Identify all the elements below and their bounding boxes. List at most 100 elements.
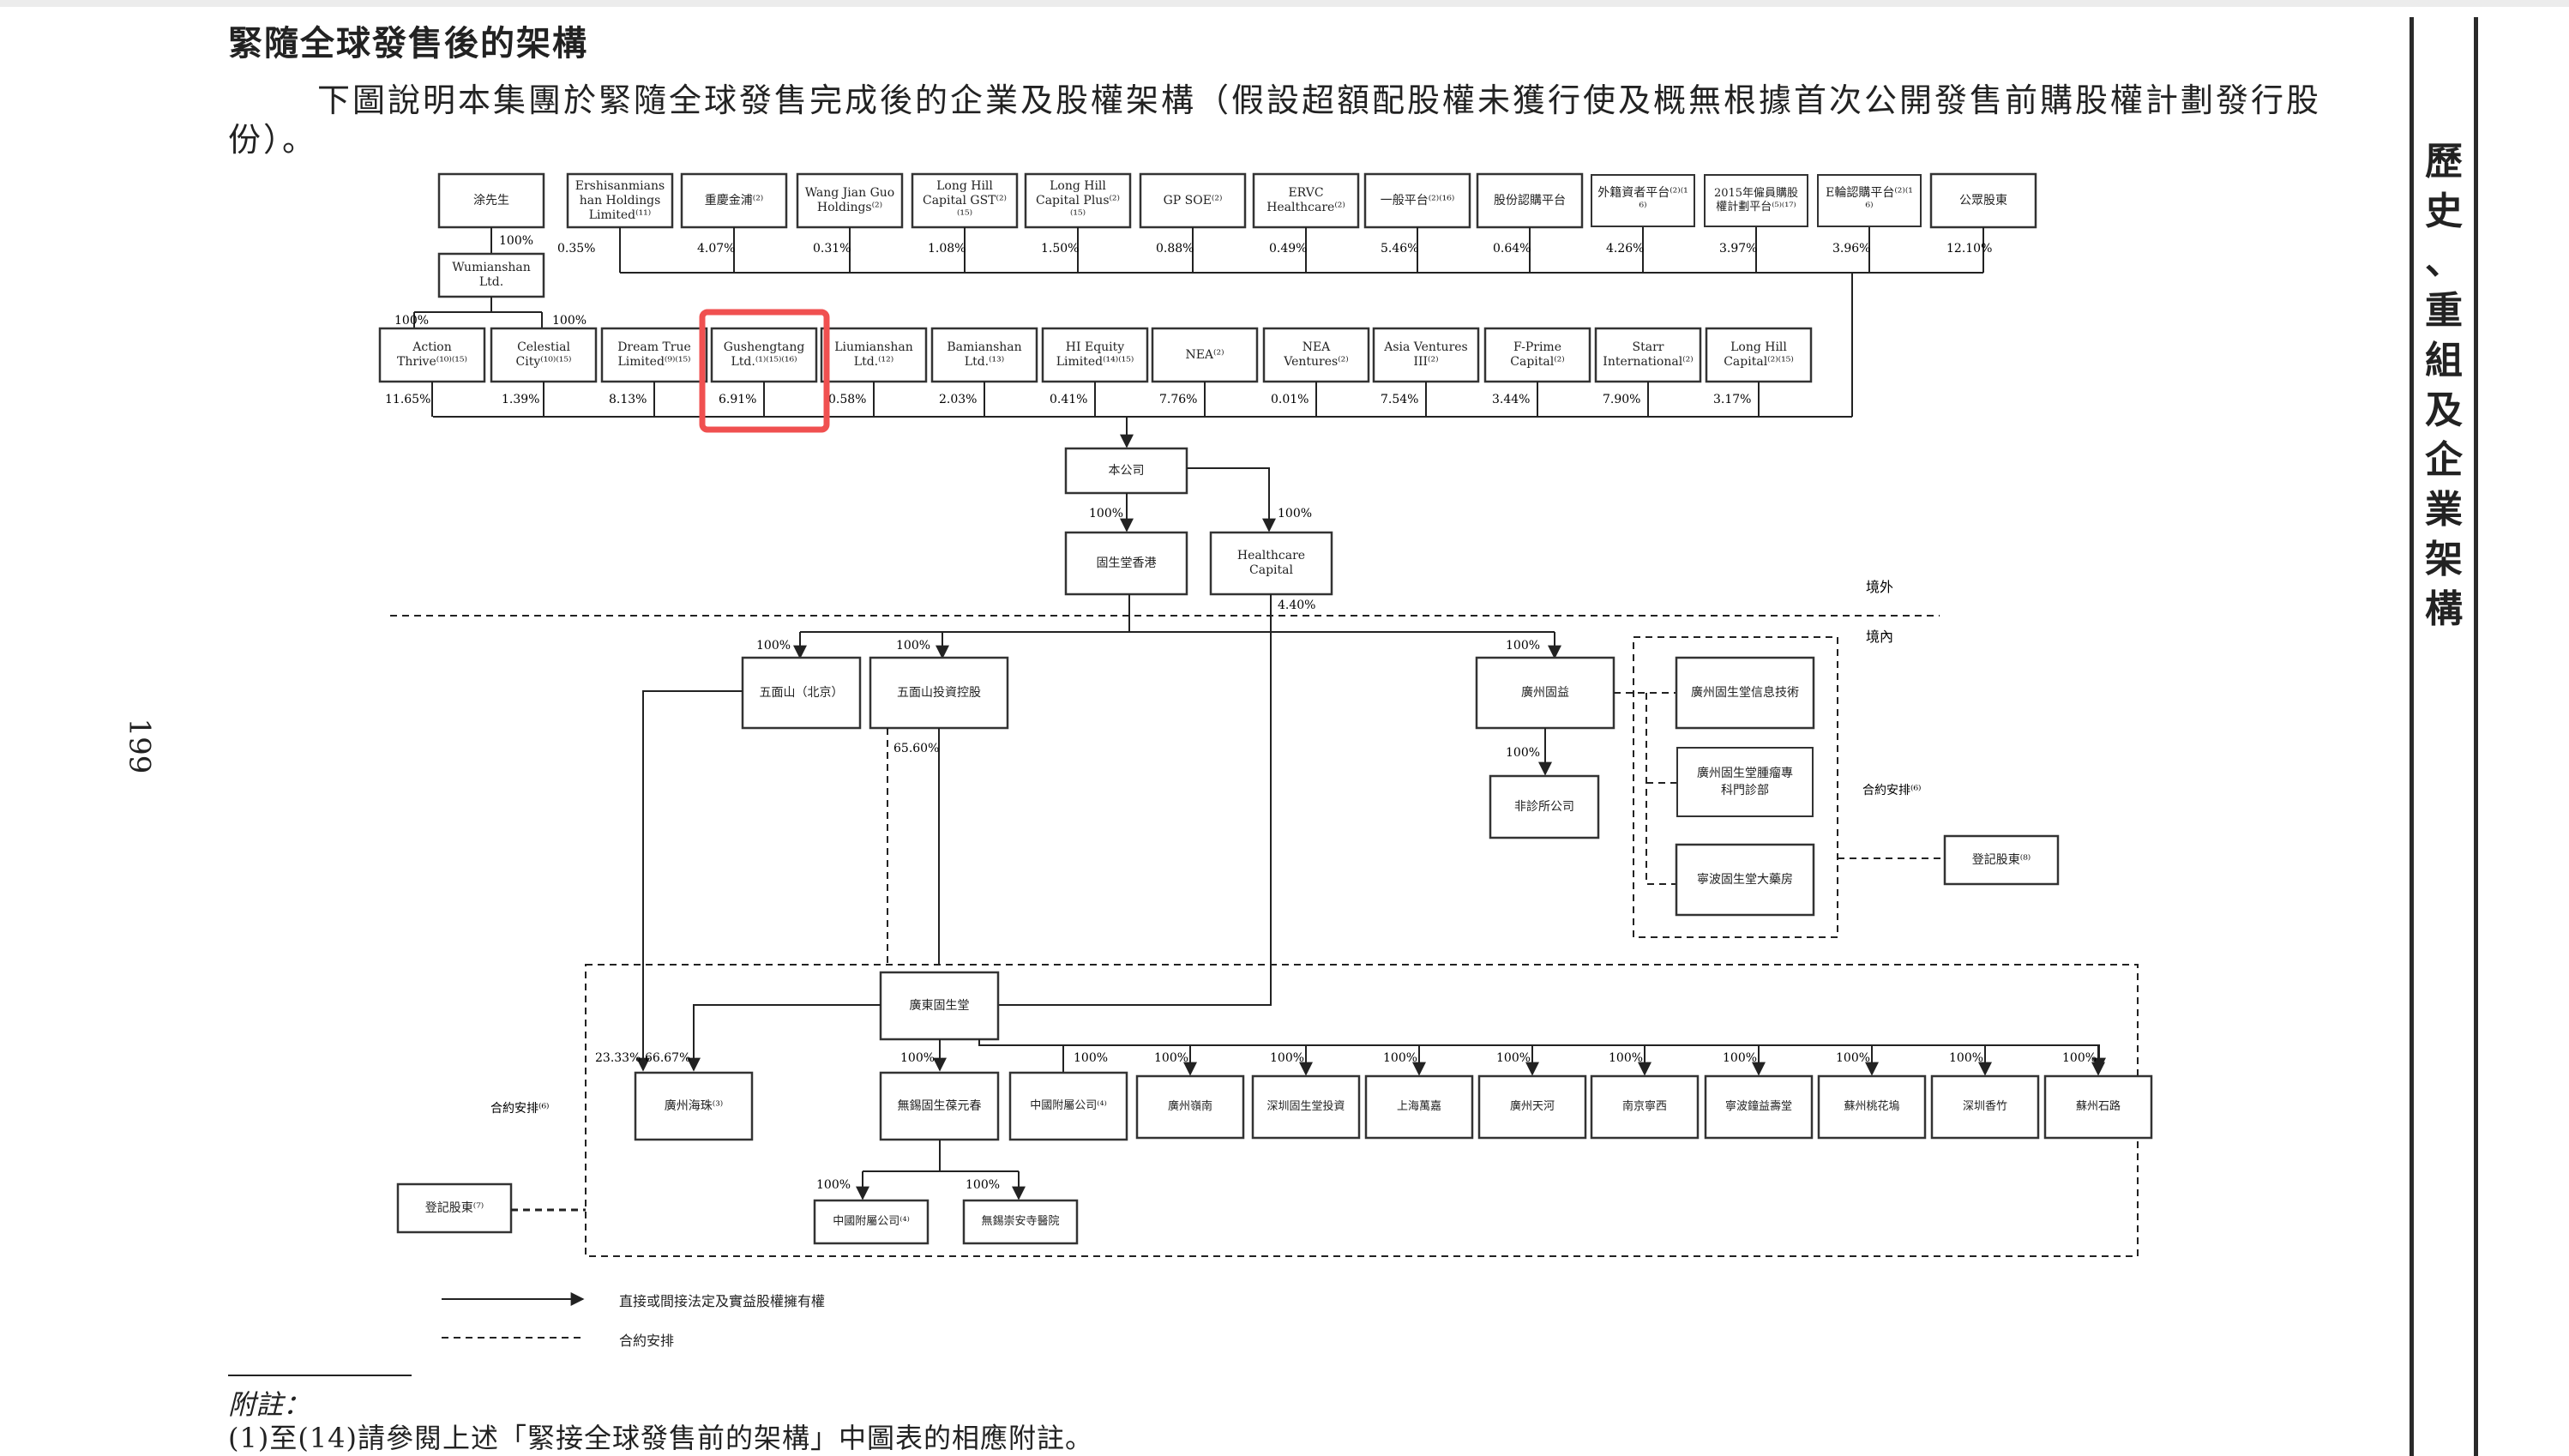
haizhu-box-text-wrap: 廣州海珠⁽³⁾ <box>664 1098 724 1113</box>
wmsinv-pct: 100% <box>896 639 930 653</box>
second-row-box-text-wrap: Asia Ventures III⁽²⁾ <box>1384 340 1468 369</box>
wx-pct: 100% <box>900 1051 935 1065</box>
second-row-pct: 2.03% <box>939 393 977 406</box>
highlight-box <box>699 309 830 433</box>
wmsinv-box-text-wrap: 五面山投資控股 <box>897 686 981 700</box>
top-shareholder-pct: 0.35% <box>557 242 595 256</box>
side-rule-left <box>2410 17 2414 1456</box>
wumianshan-box-label: Wumianshan Ltd. <box>452 261 531 289</box>
side-title-char: 重 <box>2425 289 2463 333</box>
second-row-pct: 0.58% <box>828 393 866 406</box>
top-shareholder-box <box>911 172 1019 229</box>
side-title-char: 組 <box>2425 339 2463 382</box>
second-row-pct: 8.13% <box>609 393 647 406</box>
wx-child-box-text-wrap: 無錫崇安寺醫院 <box>981 1215 1059 1228</box>
wmsbj-to-haizhu <box>636 690 743 1072</box>
wx-gst-box <box>879 1071 1000 1141</box>
top-shareholder-box-label: ERVC Healthcare⁽²⁾ <box>1266 186 1345 214</box>
second-row-box-text-wrap: Celestial City⁽¹⁰⁾⁽¹⁵⁾ <box>515 340 572 369</box>
page-title: 緊隨全球發售後的架構 <box>228 23 588 63</box>
registered-holder-right-box-text-wrap: 登記股東⁽⁸⁾ <box>1971 852 2031 867</box>
subsidiary-box <box>2043 1074 2153 1140</box>
intro-paragraph: 下圖說明本集團於緊隨全球發售完成後的企業及股權架構（假設超額配股權未獲行使及概無… <box>228 81 2322 159</box>
gd-gst-box-label: 廣東固生堂 <box>909 998 970 1013</box>
top-shareholder-box-label: 公眾股東 <box>1959 193 2007 208</box>
healthcare-capital-box-label: Healthcare Capital <box>1236 549 1306 577</box>
subsidiary-box-text-wrap: 深圳香竹 <box>1963 1100 2007 1113</box>
sub-pct: 100% <box>1154 1051 1188 1065</box>
sub-pct: 100% <box>1949 1051 1983 1065</box>
second-row-box-label: Bamianshan Ltd.⁽¹³⁾ <box>947 340 1022 369</box>
sub-pct: 100% <box>1609 1051 1643 1065</box>
wx-child-box-text-wrap: 中國附屬公司⁽⁴⁾ <box>833 1215 910 1228</box>
side-title-char: 及 <box>2425 388 2463 432</box>
side-title-char: 企 <box>2425 438 2463 482</box>
subsidiary-box <box>1135 1074 1245 1140</box>
side-title-char: 架 <box>2425 538 2463 581</box>
top-shareholder-box <box>680 172 788 229</box>
top-shareholder-pct: 12.10% <box>1946 242 1992 256</box>
top-shareholder-box-text-wrap: Long Hill Capital GST⁽²⁾⁽¹⁵⁾ <box>923 178 1007 222</box>
second-row-box-text-wrap: Starr International⁽²⁾ <box>1603 340 1694 369</box>
wx-child-box <box>813 1199 930 1245</box>
subsidiary-box-text-wrap: 寧波鐘益壽堂 <box>1725 1100 1792 1113</box>
vie-entity-box <box>1675 656 1815 730</box>
top-shareholder-box <box>437 172 545 229</box>
top-shareholder-box <box>1024 172 1132 229</box>
second-row-box-label: Celestial City⁽¹⁰⁾⁽¹⁵⁾ <box>515 340 572 369</box>
celestial-pct: 100% <box>552 314 587 328</box>
subsidiary-box-text-wrap: 廣州天河 <box>1510 1100 1555 1113</box>
subsidiary-box <box>1251 1074 1361 1140</box>
haizhu-pct-left: 23.33% <box>595 1051 641 1065</box>
sub-pct: 100% <box>1496 1051 1531 1065</box>
top-shareholder-box-label: Long Hill Capital GST⁽²⁾⁽¹⁵⁾ <box>923 178 1007 222</box>
subsidiary-box <box>1364 1074 1474 1140</box>
second-row-box-text-wrap: NEA⁽²⁾ <box>1185 348 1224 362</box>
subsidiary-box <box>1590 1074 1700 1140</box>
gd-gst-box-text-wrap: 廣東固生堂 <box>909 998 970 1013</box>
top-shareholder-box <box>1252 172 1360 229</box>
healthcare-capital-box <box>1209 531 1333 596</box>
hk-pct: 100% <box>1089 507 1123 520</box>
wmsinv-down-pct: 65.60% <box>893 742 939 755</box>
top-shareholder-box-label: Long Hill Capital Plus⁽²⁾⁽¹⁵⁾ <box>1036 178 1120 222</box>
second-row-pct: 6.91% <box>719 393 756 406</box>
nonclinic-box <box>1489 774 1600 839</box>
vie-entity-box-text-wrap: 寧波固生堂大藥房 <box>1697 873 1793 887</box>
top-shareholder-box-series-e-platform: E輪認購平台⁽²⁾⁽¹⁶⁾ <box>1817 174 1922 227</box>
gzguyi-box-label: 廣州固益 <box>1521 685 1569 700</box>
top-shareholder-box-text-wrap: 重慶金浦⁽²⁾ <box>705 194 764 208</box>
vie-group-box <box>1633 636 1838 938</box>
registered-holder-right-box-label: 登記股東⁽⁸⁾ <box>1971 852 2031 867</box>
top-shareholder-pct: 1.08% <box>928 242 966 256</box>
top-shareholder-pct: 1.50% <box>1041 242 1079 256</box>
top-shareholder-pct: 0.64% <box>1493 242 1531 256</box>
top-shareholder-box-text-wrap: 一般平台⁽²⁾⁽¹⁶⁾ <box>1380 193 1455 208</box>
subsidiary-box <box>1477 1074 1587 1140</box>
wumianshan-pct: 100% <box>499 234 533 248</box>
haizhu-box-label: 廣州海珠⁽³⁾ <box>664 1098 724 1113</box>
top-shareholder-box-label: 股份認購平台 <box>1494 193 1566 208</box>
gd-sub-bus <box>978 1039 2106 1072</box>
top-shareholder-box-label: 一般平台⁽²⁾⁽¹⁶⁾ <box>1380 193 1455 208</box>
vie-entity-box <box>1675 843 1815 917</box>
healthcare-pct: 100% <box>1278 507 1312 520</box>
gzguyi-pct: 100% <box>1506 639 1540 653</box>
wx-gst-box-label: 無錫固生葆元春 <box>897 1098 982 1113</box>
second-row-box-label: HI Equity Limited⁽¹⁴⁾⁽¹⁵⁾ <box>1056 340 1134 369</box>
legend-solid-label: 直接或間接法定及實益股權擁有權 <box>619 1293 826 1309</box>
subsidiary-box-label: 南京寧西 <box>1621 1100 1667 1113</box>
subsidiary-box-text-wrap: 廣州嶺南 <box>1168 1100 1212 1113</box>
second-row-box-label: Asia Ventures III⁽²⁾ <box>1384 340 1468 369</box>
second-row-box-text-wrap: F-Prime Capital⁽²⁾ <box>1510 340 1564 369</box>
healthcare-capital-box-text-wrap: Healthcare Capital <box>1236 549 1306 577</box>
sub-pct: 100% <box>1383 1051 1417 1065</box>
footer-note: (1)至(14)請參閱上述「緊接全球發售前的架構」中圖表的相應附註。 <box>228 1422 1094 1454</box>
side-title-char: 構 <box>2425 587 2463 631</box>
second-row-box-label: Action Thrive⁽¹⁰⁾⁽¹⁵⁾ <box>397 340 467 369</box>
second-row-pct: 7.54% <box>1381 393 1418 406</box>
second-row-box-label: Starr International⁽²⁾ <box>1603 340 1694 369</box>
subsidiary-box-label: 上海萬嘉 <box>1396 1100 1441 1113</box>
second-row-box <box>1262 327 1370 383</box>
gd-to-haizhu <box>687 1004 881 1072</box>
